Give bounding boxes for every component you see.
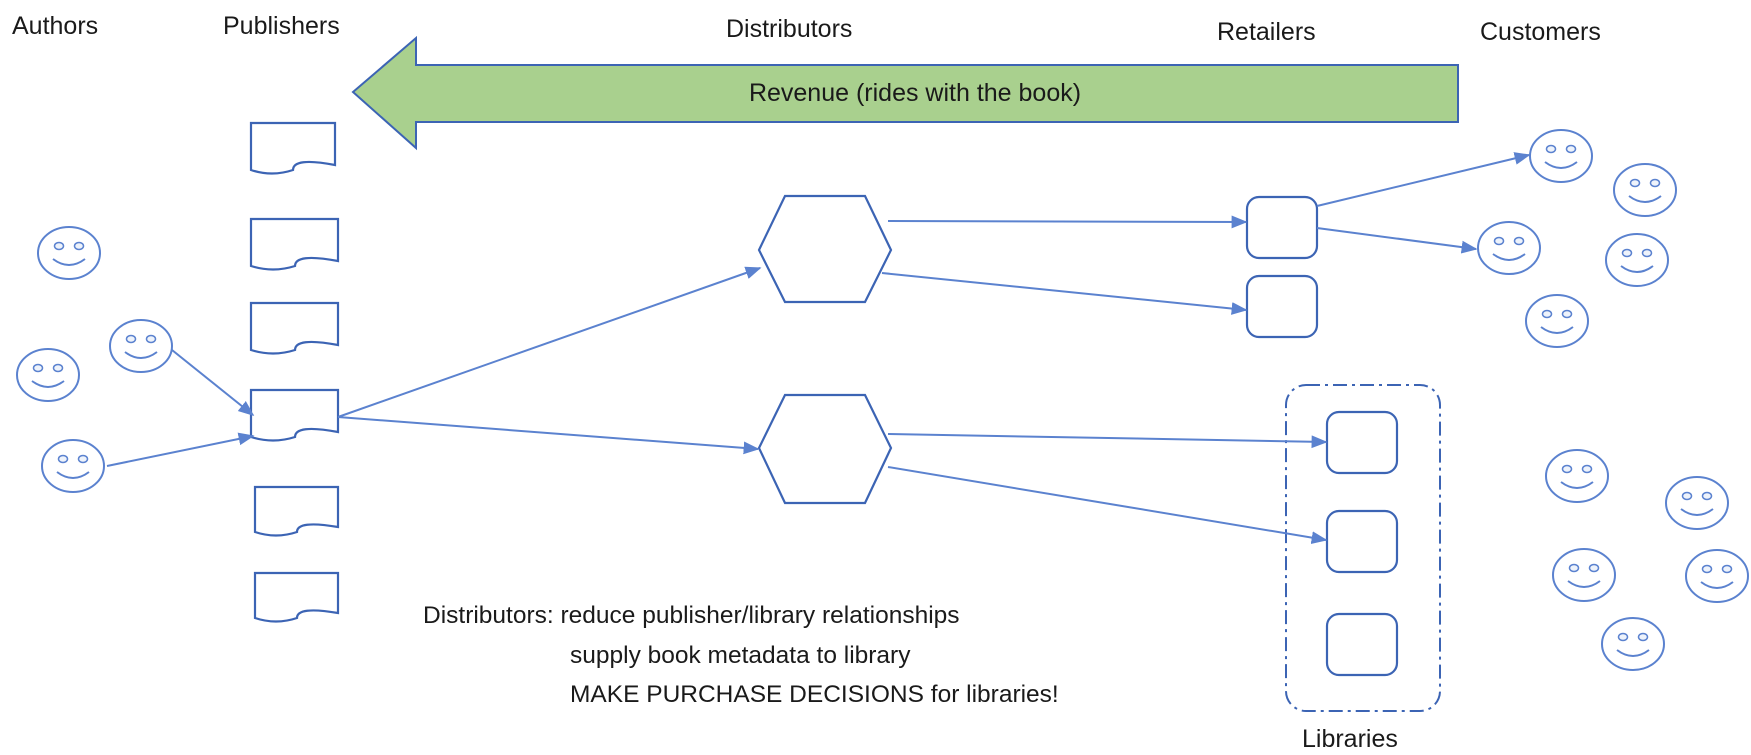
- customer-smiley-face-icon: [1552, 548, 1616, 602]
- author-smiley-face-icon: [16, 348, 80, 402]
- retailers-header: Retailers: [1217, 18, 1316, 46]
- note-line-3: MAKE PURCHASE DECISIONS for libraries!: [570, 681, 1059, 708]
- author-to-publisher-arrow: [106, 432, 255, 467]
- retailer-to-customer-arrow: [1316, 152, 1531, 207]
- distributor-to-library-arrow: [887, 433, 1328, 449]
- distributor-to-retailer-arrow: [881, 272, 1248, 315]
- people-icons: [16, 129, 1749, 671]
- publisher-doc: [253, 485, 340, 537]
- customers-header: Customers: [1480, 18, 1601, 46]
- publisher-doc: [249, 301, 340, 355]
- customer-smiley-face-icon: [1545, 449, 1609, 503]
- customer-smiley-face-icon: [1605, 233, 1669, 287]
- customer-smiley-face-icon: [1525, 294, 1589, 348]
- note-line-2: supply book metadata to library: [570, 642, 911, 669]
- distributor-hexagon: [757, 194, 893, 304]
- author-smiley-face-icon: [109, 319, 173, 373]
- publisher-doc: [249, 388, 340, 442]
- distributors-header: Distributors: [726, 15, 852, 43]
- customer-smiley-face-icon: [1613, 163, 1677, 217]
- distributor-to-library-arrow: [887, 466, 1328, 544]
- revenue-banner-label: Revenue (rides with the book): [749, 79, 1081, 107]
- publisher-doc: [253, 571, 340, 623]
- customer-smiley-face-icon: [1665, 476, 1729, 530]
- customer-smiley-face-icon: [1477, 221, 1541, 275]
- publisher-to-distributor-arrow: [337, 416, 760, 455]
- library-box: [1325, 509, 1399, 574]
- author-smiley-face-icon: [37, 226, 101, 280]
- publisher-column: [249, 121, 340, 623]
- retailer-box: [1245, 195, 1319, 260]
- retailer-to-customer-arrow: [1316, 227, 1478, 254]
- authors-header: Authors: [12, 12, 98, 40]
- distributor-to-retailer-arrow: [887, 215, 1248, 229]
- libraries-header: Libraries: [1302, 725, 1398, 753]
- revenue-banner-arrow: Revenue (rides with the book): [351, 35, 1459, 151]
- retailer-box: [1245, 274, 1319, 339]
- flow-arrows: [106, 152, 1531, 544]
- author-smiley-face-icon: [41, 439, 105, 493]
- publisher-doc: [249, 217, 340, 271]
- library-box: [1325, 612, 1399, 677]
- customer-smiley-face-icon: [1601, 617, 1665, 671]
- library-box: [1325, 410, 1399, 475]
- publishers-header: Publishers: [223, 12, 340, 40]
- author-to-publisher-arrow: [171, 349, 255, 417]
- note-line-1: Distributors: reduce publisher/library r…: [423, 602, 960, 629]
- publisher-doc: [249, 121, 337, 175]
- distributor-hexagon: [757, 393, 893, 505]
- libraries-group-outline: [1285, 384, 1441, 712]
- customer-smiley-face-icon: [1685, 549, 1749, 603]
- publisher-to-distributor-arrow: [337, 266, 762, 418]
- customer-smiley-face-icon: [1529, 129, 1593, 183]
